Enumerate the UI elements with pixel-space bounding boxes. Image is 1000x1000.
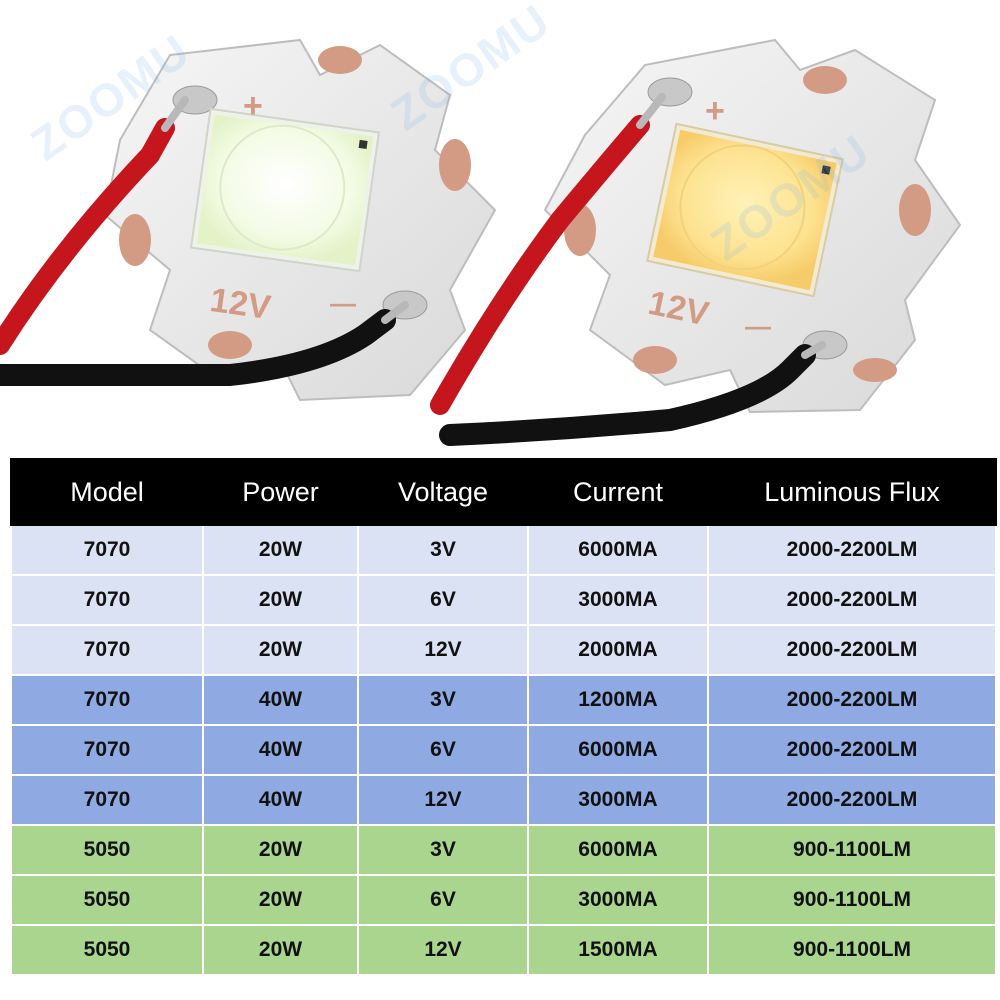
- cell-luminous-flux: 2000-2200LM: [707, 774, 997, 826]
- header-model: Model: [10, 458, 204, 526]
- copper-pad: [119, 214, 151, 266]
- minus-mark: —: [745, 311, 771, 341]
- cell-luminous-flux: 2000-2200LM: [707, 574, 997, 626]
- cell-current: 3000MA: [527, 574, 709, 626]
- cell-model: 7070: [10, 674, 204, 726]
- table-row: 7070 20W 3V 6000MA 2000-2200LM: [10, 524, 997, 576]
- cell-luminous-flux: 2000-2200LM: [707, 624, 997, 676]
- plus-mark: +: [705, 92, 725, 130]
- table-header-row: Model Power Voltage Current Luminous Flu…: [10, 458, 997, 526]
- copper-pad: [853, 358, 897, 382]
- cell-voltage: 3V: [357, 524, 529, 576]
- cell-power: 40W: [202, 774, 359, 826]
- cell-power: 20W: [202, 624, 359, 676]
- table-row: 7070 40W 6V 6000MA 2000-2200LM: [10, 724, 997, 776]
- table-row: 7070 40W 12V 3000MA 2000-2200LM: [10, 774, 997, 826]
- cell-current: 6000MA: [527, 824, 709, 876]
- cell-current: 1500MA: [527, 924, 709, 976]
- cell-voltage: 12V: [357, 924, 529, 976]
- black-wire: [0, 309, 396, 386]
- red-wire: [430, 115, 650, 415]
- led-board-cool-white: + — 12V: [0, 38, 497, 402]
- table-row: 5050 20W 3V 6000MA 900-1100LM: [10, 824, 997, 876]
- cell-power: 20W: [202, 574, 359, 626]
- cell-voltage: 12V: [357, 774, 529, 826]
- cell-current: 6000MA: [527, 524, 709, 576]
- cell-power: 20W: [202, 824, 359, 876]
- header-voltage: Voltage: [357, 458, 529, 526]
- cell-current: 3000MA: [527, 874, 709, 926]
- cell-current: 1200MA: [527, 674, 709, 726]
- cell-luminous-flux: 2000-2200LM: [707, 674, 997, 726]
- header-current: Current: [527, 458, 709, 526]
- cell-model: 7070: [10, 624, 204, 676]
- cell-power: 40W: [202, 724, 359, 776]
- cell-model: 7070: [10, 774, 204, 826]
- cell-power: 40W: [202, 674, 359, 726]
- copper-pad: [208, 331, 252, 359]
- minus-mark: —: [330, 288, 356, 318]
- header-power: Power: [202, 458, 359, 526]
- cell-power: 20W: [202, 524, 359, 576]
- table-row: 5050 20W 12V 1500MA 900-1100LM: [10, 924, 997, 976]
- header-luminous-flux: Luminous Flux: [707, 458, 997, 526]
- cell-luminous-flux: 2000-2200LM: [707, 524, 997, 576]
- table-row: 7070 20W 12V 2000MA 2000-2200LM: [10, 624, 997, 676]
- cell-luminous-flux: 900-1100LM: [707, 924, 997, 976]
- table-row: 5050 20W 6V 3000MA 900-1100LM: [10, 874, 997, 926]
- spec-table: Model Power Voltage Current Luminous Flu…: [10, 458, 997, 976]
- plus-mark: +: [243, 87, 263, 125]
- product-photo: + — 12V: [0, 0, 1000, 455]
- cell-current: 2000MA: [527, 624, 709, 676]
- table-row: 7070 40W 3V 1200MA 2000-2200LM: [10, 674, 997, 726]
- cell-model: 5050: [10, 924, 204, 976]
- cell-voltage: 6V: [357, 574, 529, 626]
- copper-pad: [439, 139, 471, 191]
- cell-voltage: 3V: [357, 674, 529, 726]
- voltage-mark: 12V: [208, 281, 274, 327]
- cell-current: 6000MA: [527, 724, 709, 776]
- black-wire: [439, 344, 816, 446]
- cell-current: 3000MA: [527, 774, 709, 826]
- cell-model: 5050: [10, 824, 204, 876]
- cell-luminous-flux: 900-1100LM: [707, 874, 997, 926]
- table-row: 7070 20W 6V 3000MA 2000-2200LM: [10, 574, 997, 626]
- cell-model: 7070: [10, 524, 204, 576]
- cell-voltage: 3V: [357, 824, 529, 876]
- cell-luminous-flux: 2000-2200LM: [707, 724, 997, 776]
- led-board-warm-white: + — 12V: [430, 38, 962, 446]
- cell-power: 20W: [202, 874, 359, 926]
- cell-model: 7070: [10, 724, 204, 776]
- cell-model: 5050: [10, 874, 204, 926]
- cell-voltage: 12V: [357, 624, 529, 676]
- copper-pad: [633, 346, 677, 374]
- copper-pad: [318, 46, 362, 74]
- cell-luminous-flux: 900-1100LM: [707, 824, 997, 876]
- red-wire: [0, 118, 175, 355]
- copper-pad: [899, 184, 931, 236]
- cell-power: 20W: [202, 924, 359, 976]
- copper-pad: [803, 66, 847, 94]
- cell-voltage: 6V: [357, 874, 529, 926]
- cell-model: 7070: [10, 574, 204, 626]
- cell-voltage: 6V: [357, 724, 529, 776]
